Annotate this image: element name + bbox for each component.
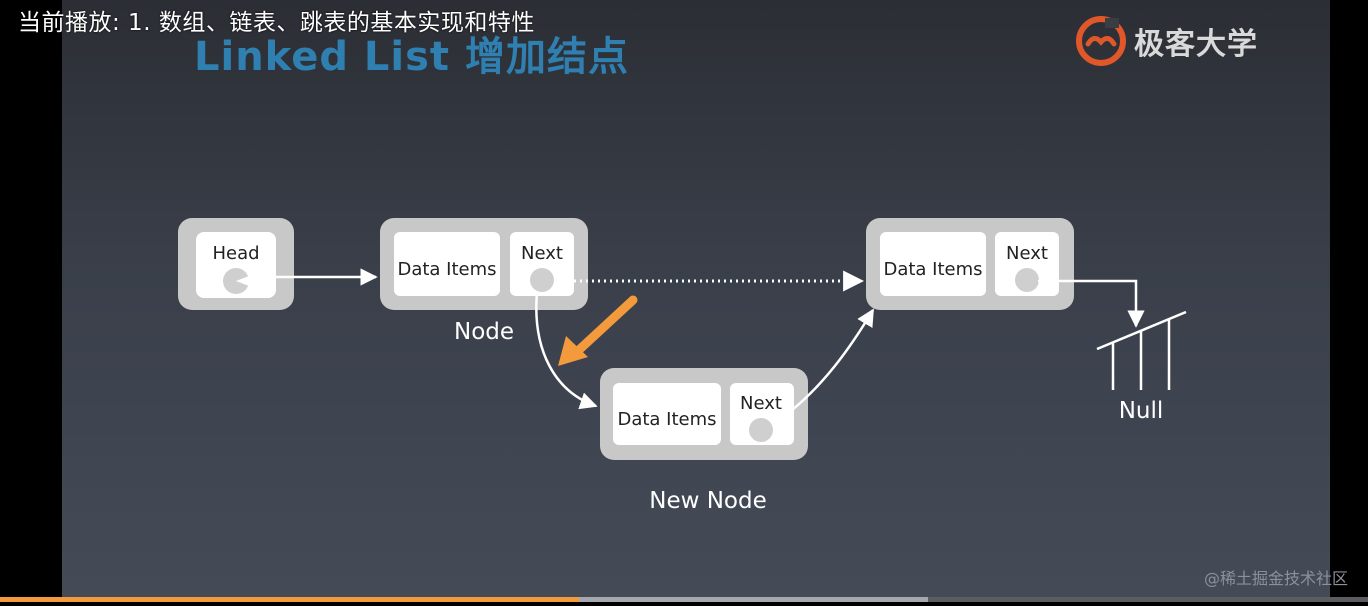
node-to-new-node-arrow [535, 291, 598, 410]
new-node-data-label: Data Items [617, 409, 716, 430]
next-node-box: Data Items Next [866, 218, 1074, 310]
next-node-to-null-arrow [1038, 279, 1145, 328]
node-pointer-dot [530, 268, 554, 292]
progress-bar[interactable] [0, 597, 1368, 602]
next-node-next-label: Next [1006, 243, 1048, 264]
new-node-to-next-node-arrow [772, 308, 875, 426]
new-node-caption: New Node [649, 488, 767, 514]
new-node-pointer-dot [749, 418, 773, 442]
watermark: @稀土掘金技术社区 [1203, 569, 1348, 588]
next-node-pointer-dot [1015, 268, 1039, 292]
brand-logo: 极客大学 [1074, 14, 1258, 68]
progress-played [0, 597, 579, 602]
next-node-data-label: Data Items [883, 259, 982, 280]
node-box: Data Items Next [380, 218, 588, 310]
node-data-label: Data Items [397, 259, 496, 280]
new-node-box: Data Items Next [600, 368, 808, 460]
null-ground-symbol [1096, 310, 1187, 390]
head-label: Head [212, 243, 259, 264]
head-box: Head [178, 218, 294, 310]
node-caption: Node [454, 319, 514, 345]
node-next-label: Next [521, 243, 563, 264]
geekbang-logo-icon [1076, 16, 1126, 66]
now-playing-text: 当前播放: 1. 数组、链表、跳表的基本实现和特性 [18, 10, 535, 36]
null-label: Null [1119, 398, 1164, 424]
orange-pointer-arrow [558, 295, 638, 366]
new-node-next-label: Next [740, 393, 782, 414]
slide-title: Linked List 增加结点 [194, 34, 629, 80]
brand-name: 极客大学 [1134, 27, 1258, 62]
